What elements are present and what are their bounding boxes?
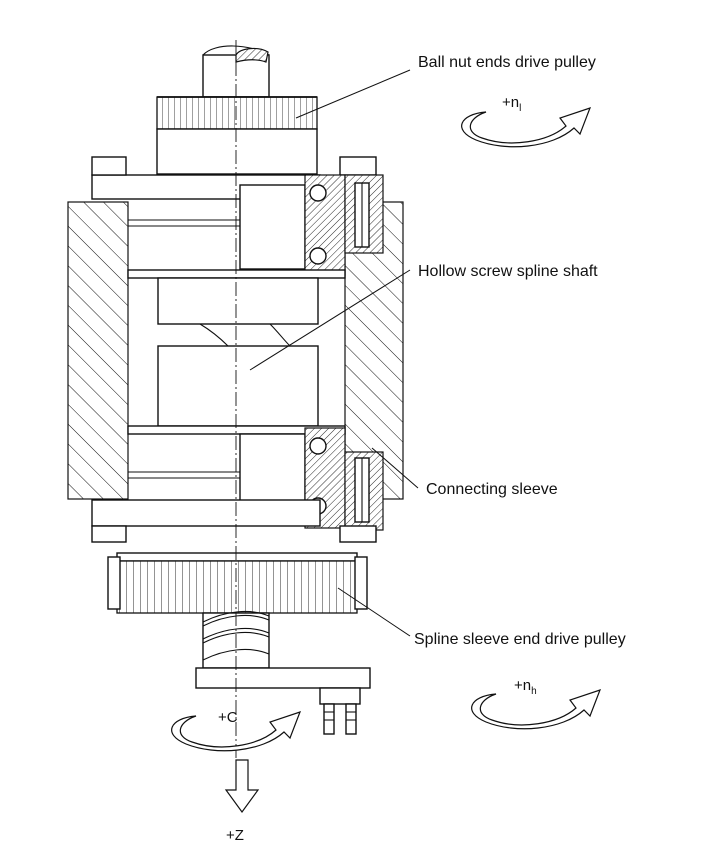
spline-sleeve-drive-pulley — [107, 552, 368, 614]
upper-bearing — [239, 174, 384, 276]
z-direction-arrow: +Z — [224, 759, 260, 844]
rotation-arrow-nh: +nh — [471, 677, 602, 730]
symbol-c: +C — [218, 709, 238, 726]
label-connecting-sleeve: Connecting sleeve — [426, 481, 558, 498]
symbol-nh: +nh — [514, 677, 537, 697]
hollow-screw-spline-shaft — [127, 269, 346, 435]
symbol-z: +Z — [226, 827, 244, 844]
symbol-nl: +nl — [502, 94, 521, 114]
base-plate — [195, 667, 371, 735]
ball-nut-drive-pulley — [156, 96, 318, 175]
lower-flange — [91, 499, 377, 543]
rotation-arrow-nl: +nl — [461, 94, 592, 148]
rotation-arrow-c: +C — [171, 709, 302, 752]
label-spline-sleeve-pulley: Spline sleeve end drive pulley — [414, 631, 626, 648]
leader-lines — [249, 69, 419, 637]
label-ball-nut-pulley: Ball nut ends drive pulley — [418, 54, 596, 71]
label-hollow-screw-shaft: Hollow screw spline shaft — [418, 263, 598, 280]
